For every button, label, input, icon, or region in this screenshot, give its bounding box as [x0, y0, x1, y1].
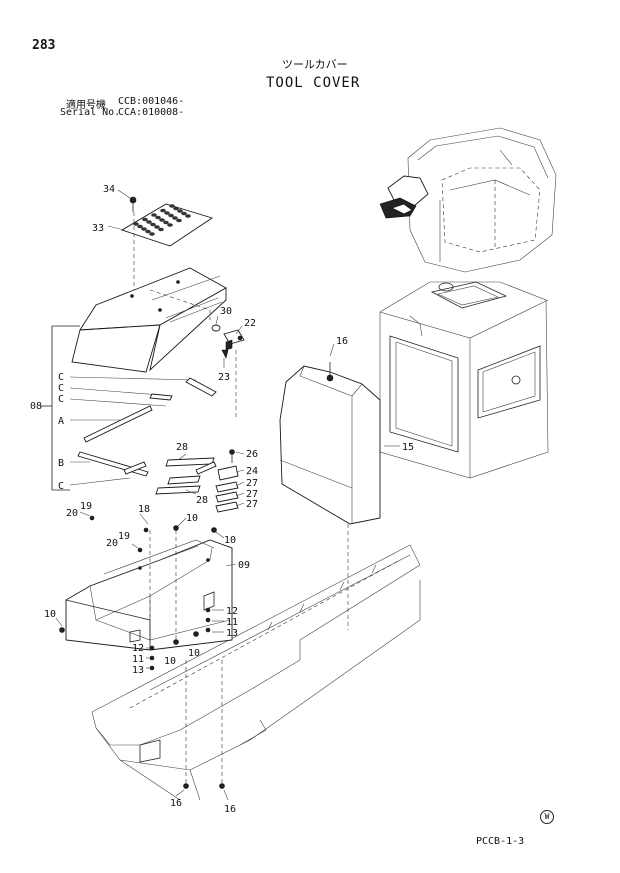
- callout-10-b: 10: [224, 535, 236, 546]
- bolts-and-nuts: [59, 515, 225, 789]
- perforation-hole: [159, 218, 165, 222]
- tool-box-lid: [71, 267, 227, 373]
- callout-33: 33: [92, 223, 104, 234]
- callout-08: 08: [30, 401, 42, 412]
- callout-11-b: 11: [132, 654, 144, 665]
- perforation-hole: [145, 229, 151, 234]
- page-number: 283: [32, 38, 56, 53]
- callout-27-c: 27: [246, 499, 258, 510]
- serial-label: Serial No.: [60, 107, 121, 118]
- perforation-hole: [169, 204, 175, 208]
- callout-26: 26: [246, 449, 258, 460]
- callout-10-a: 10: [186, 513, 198, 524]
- strip-group-08: [40, 325, 217, 491]
- perforation-hole: [176, 218, 182, 223]
- perforation-hole: [150, 222, 156, 227]
- perforation-hole: [167, 223, 173, 227]
- callout-27-a: 27: [246, 478, 258, 489]
- callout-09: 09: [238, 560, 250, 571]
- perforation-hole: [142, 217, 148, 222]
- callout-24: 24: [246, 466, 258, 477]
- callout-c-1: C: [58, 372, 64, 383]
- callout-27-b: 27: [246, 489, 258, 500]
- title-japanese: ツールカバー: [282, 58, 348, 71]
- callout-10-e: 10: [188, 648, 200, 659]
- callout-labels: 34 33 30 22 23 16 15 08 C C C A B C 28 2…: [30, 184, 414, 815]
- w-mark-icon: W: [540, 810, 554, 824]
- perforation-hole: [177, 209, 183, 213]
- callout-16-left: 16: [170, 798, 182, 809]
- cab-outline: [407, 127, 557, 273]
- callout-c-4: C: [58, 481, 64, 492]
- callout-12-b: 12: [132, 643, 144, 654]
- callout-20-a: 20: [66, 508, 78, 519]
- small-brackets-24-28: [155, 449, 239, 513]
- perforation-hole: [181, 211, 187, 216]
- upper-frame: [91, 544, 421, 801]
- callout-13-b: 13: [132, 665, 144, 676]
- perforation-hole: [133, 222, 139, 226]
- perforation-hole: [149, 232, 155, 236]
- callout-23: 23: [218, 372, 230, 383]
- part-22-latch-icon: [223, 329, 245, 351]
- leader-lines: [55, 189, 400, 801]
- callout-12-a: 12: [226, 606, 238, 617]
- part-23-screw-icon: [221, 349, 229, 359]
- callout-11-a: 11: [226, 617, 238, 628]
- callout-10-d: 10: [164, 656, 176, 667]
- side-cover-15: [279, 362, 381, 630]
- callout-c-3: C: [58, 394, 64, 405]
- perforation-hole: [160, 208, 166, 213]
- perforation-hole: [163, 220, 169, 225]
- perforation-hole: [185, 214, 191, 218]
- callout-a: A: [58, 416, 64, 427]
- callout-34: 34: [103, 184, 115, 195]
- callout-16-top: 16: [336, 336, 348, 347]
- perforation-hole: [168, 213, 174, 218]
- callout-22: 22: [244, 318, 256, 329]
- perforation-hole: [146, 220, 152, 224]
- part-30-washer-icon: [211, 324, 221, 332]
- figure-code: PCCB-1-3: [476, 836, 525, 847]
- perforation-hole: [151, 213, 157, 217]
- callout-19-a: 19: [80, 501, 92, 512]
- callout-c-2: C: [58, 383, 64, 394]
- perforation-hole: [164, 211, 170, 215]
- callout-30: 30: [220, 306, 232, 317]
- callout-10-c: 10: [44, 609, 56, 620]
- perforation-hole: [173, 206, 179, 211]
- tool-box-base-09: [65, 530, 233, 651]
- serial-label-japanese: 適用号機: [66, 100, 106, 111]
- callout-b: B: [58, 458, 64, 469]
- perforation-hole: [141, 227, 147, 231]
- perforation-hole: [137, 224, 143, 229]
- perforation-hole: [154, 225, 160, 229]
- callout-16-right: 16: [224, 804, 236, 815]
- serial-range-cca: CCA:010008-: [118, 107, 185, 118]
- perforation-hole: [155, 215, 161, 220]
- perforation-hole: [172, 216, 178, 220]
- seat-icon: [379, 175, 429, 219]
- callout-18: 18: [138, 504, 150, 515]
- page-title: TOOL COVER: [266, 75, 361, 91]
- callout-28-b: 28: [196, 495, 208, 506]
- tank-box: [379, 281, 549, 479]
- callout-15: 15: [402, 442, 414, 453]
- serial-range-ccb: CCB:001046-: [118, 96, 185, 107]
- part-33-perforated-plate: [120, 203, 214, 247]
- part-34-bolt-icon: [129, 196, 137, 212]
- callout-19-b: 19: [118, 531, 130, 542]
- callout-20-b: 20: [106, 538, 118, 549]
- callout-13-a: 13: [226, 628, 238, 639]
- perforation-hole: [158, 227, 164, 232]
- callout-28-a: 28: [176, 442, 188, 453]
